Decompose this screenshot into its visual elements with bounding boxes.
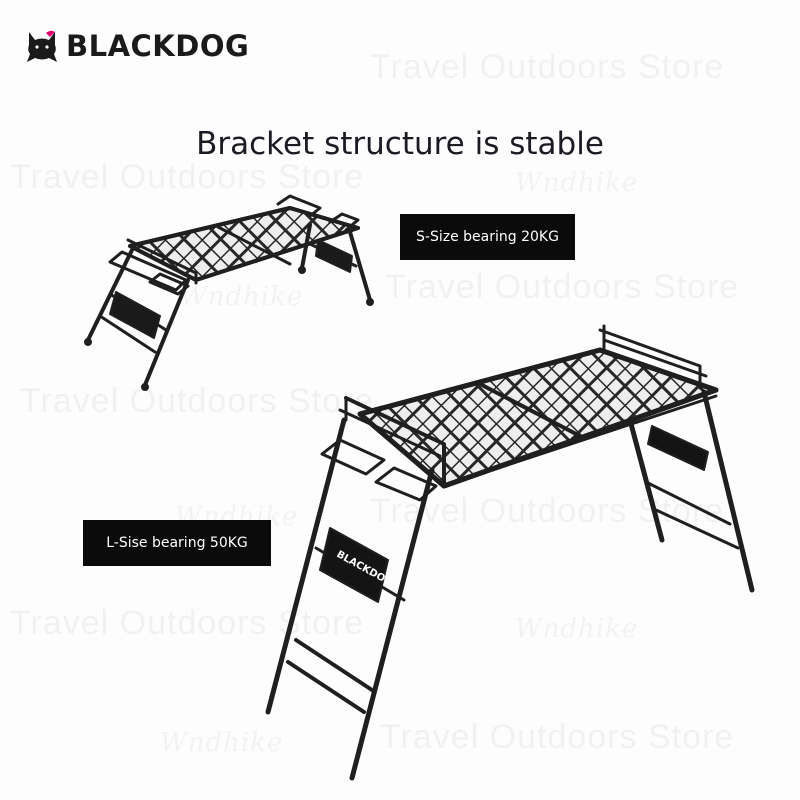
brand-logo: BLACKDOG xyxy=(24,28,249,64)
large-side-panel xyxy=(319,527,389,603)
small-leg xyxy=(300,223,312,270)
brand-name: BLACKDOG xyxy=(66,29,250,63)
large-leg xyxy=(265,417,347,715)
small-table xyxy=(84,194,374,391)
large-table: BLACKDOG xyxy=(265,324,755,781)
small-size-label: S-Size bearing 20KG xyxy=(400,214,575,260)
large-leg xyxy=(627,417,665,543)
small-side-panel xyxy=(109,291,161,339)
small-side-panel xyxy=(315,239,353,273)
cat-logo-icon xyxy=(27,30,57,62)
large-back-panel xyxy=(647,425,709,471)
small-leg xyxy=(348,230,372,302)
small-leg xyxy=(143,278,190,387)
large-size-label: L-Sise bearing 50KG xyxy=(83,520,271,566)
large-leg xyxy=(701,389,755,593)
headline: Bracket structure is stable xyxy=(196,126,604,162)
large-leg xyxy=(349,467,435,781)
